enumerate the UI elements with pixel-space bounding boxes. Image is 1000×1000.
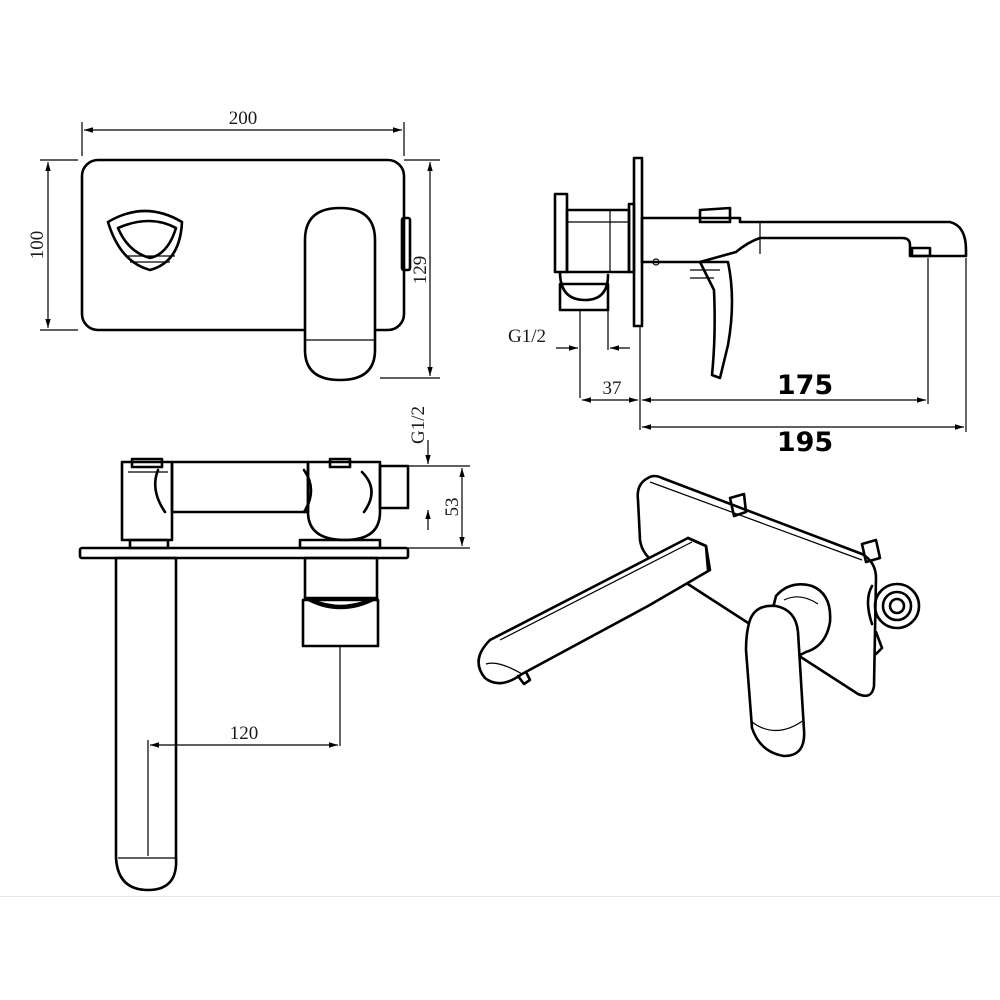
bottom-margin — [0, 897, 1000, 1000]
front-view: 200 100 129 — [27, 108, 440, 382]
isometric-view — [477, 474, 921, 758]
handle-lever-front — [303, 206, 377, 382]
dim-label-120: 120 — [230, 723, 259, 744]
bottom-divider — [0, 896, 1000, 897]
spout-side — [640, 216, 968, 264]
inlet-iso — [873, 582, 921, 630]
inlet-pipe-side — [558, 282, 610, 312]
wall-plate-top — [78, 546, 410, 560]
valve-body-side — [553, 192, 569, 274]
dim-label-g12-side: G1/2 — [508, 326, 546, 347]
spout-iso — [477, 536, 712, 685]
handle-lever-side — [698, 260, 734, 380]
dim-label-53: 53 — [442, 498, 463, 517]
outlet-top — [378, 464, 410, 510]
top-view: G1/2 53 120 — [78, 406, 470, 892]
dim-label-129: 129 — [410, 256, 431, 285]
dim-label-195: 195 — [777, 427, 833, 458]
dim-label-200: 200 — [229, 108, 258, 129]
side-view: G1/2 37 175 195 — [508, 156, 968, 458]
dim-label-175: 175 — [777, 370, 833, 401]
valve-body-top — [120, 460, 174, 542]
spout-outlet — [106, 209, 184, 272]
dim-label-g12-top: G1/2 — [408, 406, 429, 444]
wall-plate-iso — [636, 474, 878, 698]
wall-plate-front — [80, 158, 406, 332]
handle-body-top — [303, 556, 379, 600]
dim-label-37: 37 — [603, 378, 622, 399]
dim-label-100: 100 — [27, 231, 48, 260]
handle-lever-iso — [744, 604, 806, 758]
spout-top — [114, 556, 178, 892]
